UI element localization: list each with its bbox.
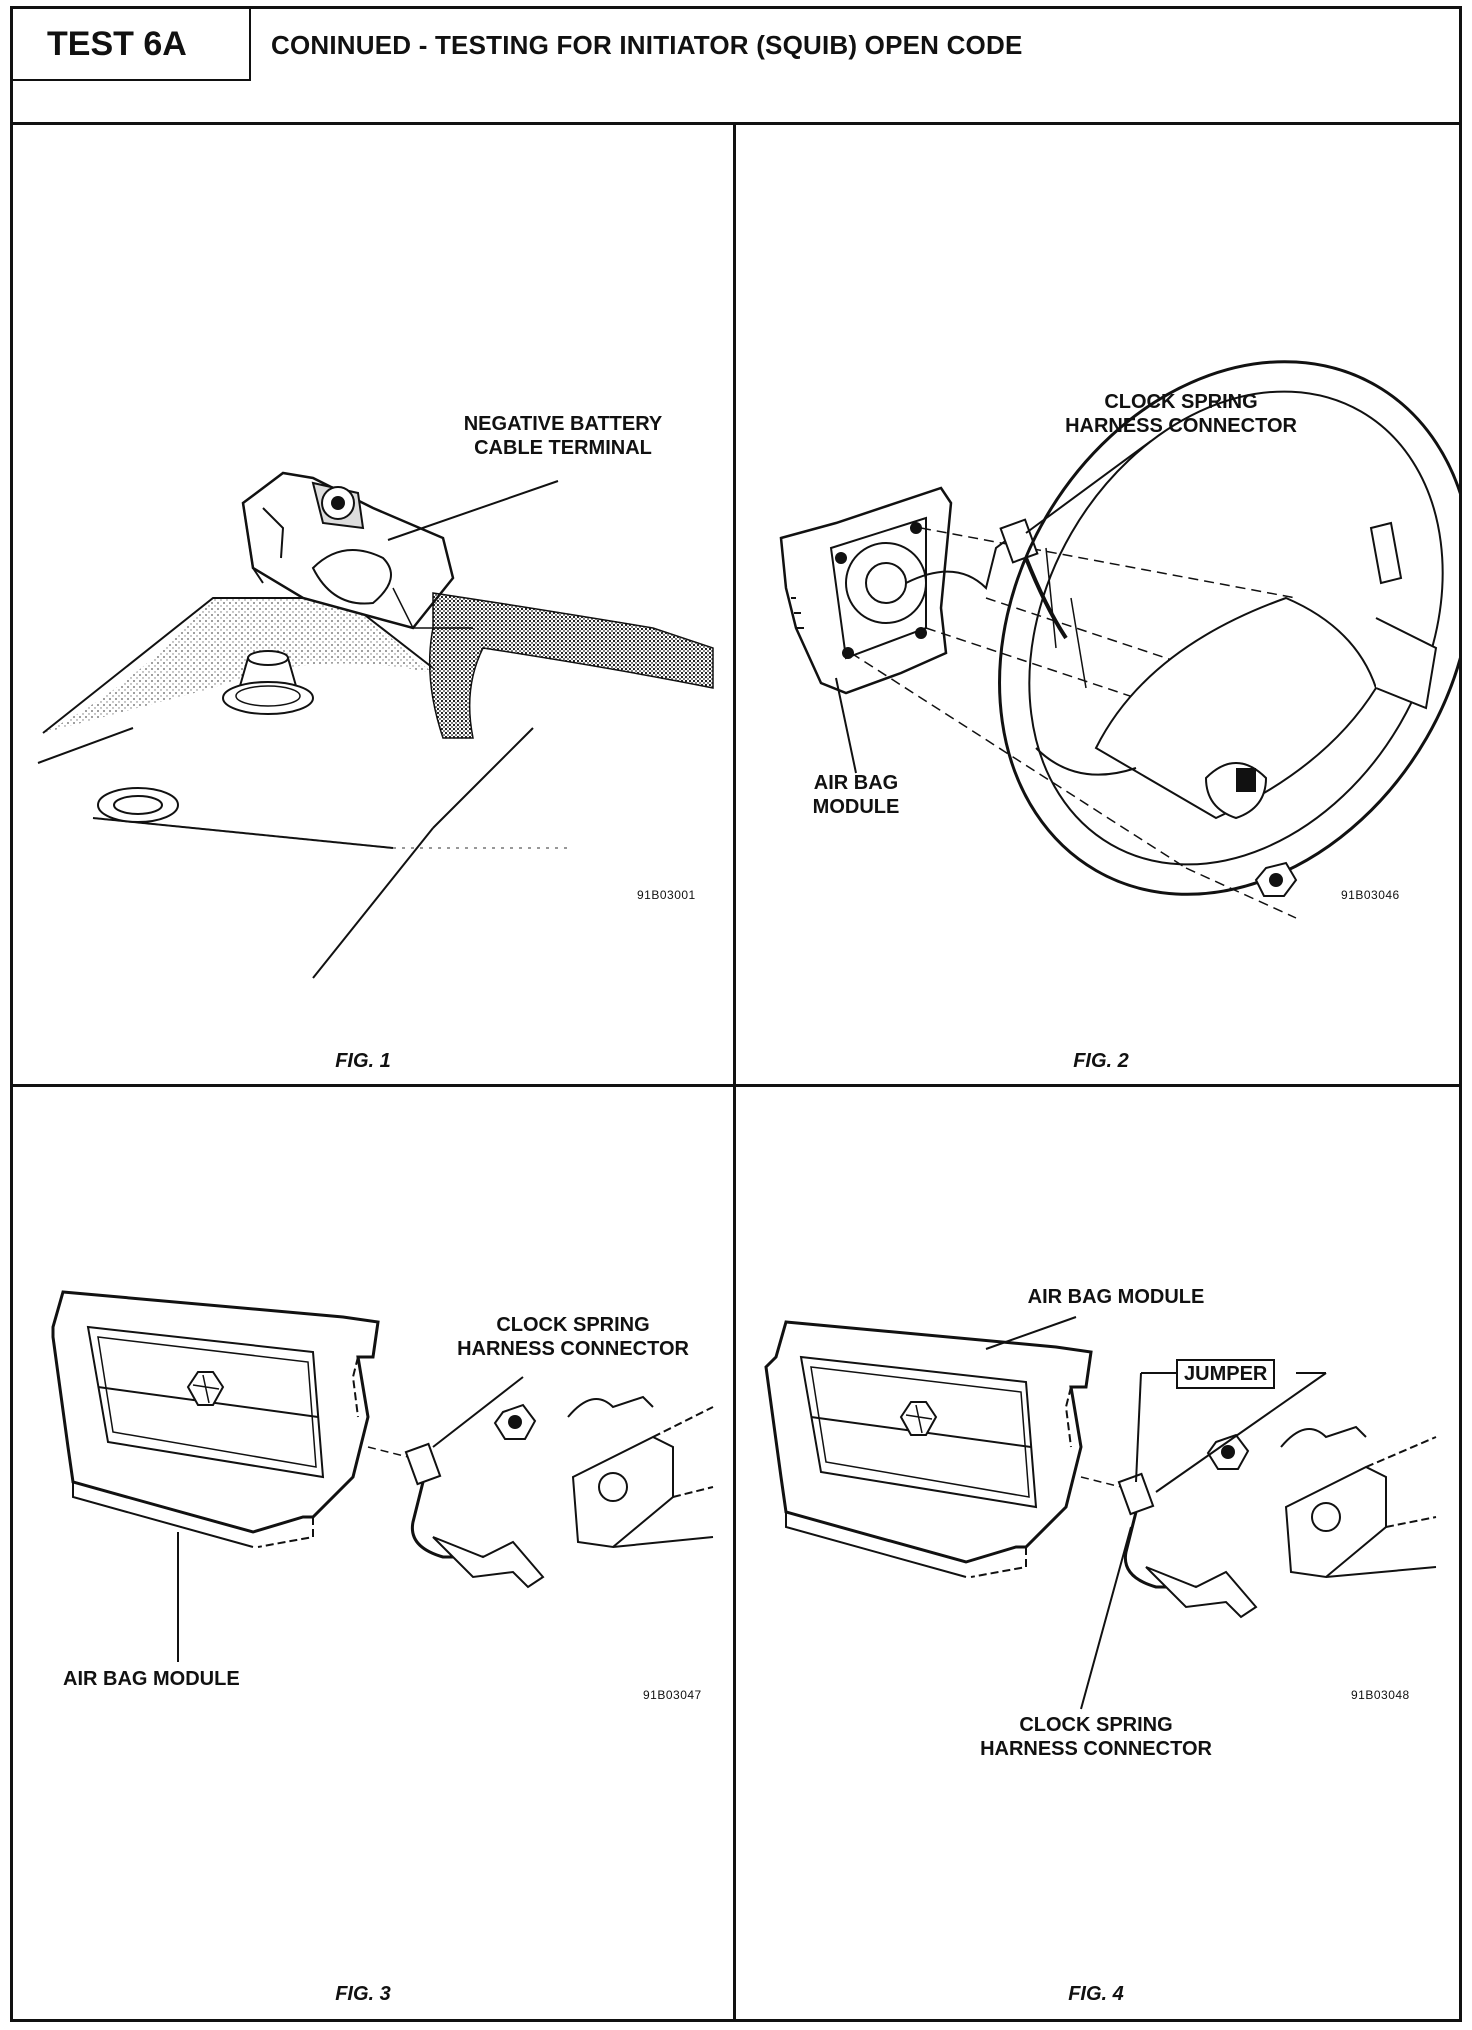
clock-spring-label-line2: HARNESS CONNECTOR	[980, 1738, 1212, 1760]
figure-2-panel: CLOCK SPRING HARNESS CONNECTOR AIR BAG M…	[736, 128, 1459, 1084]
figure-1-code: 91B03001	[637, 888, 696, 902]
air-bag-module-label: AIR BAG MODULE	[1027, 1286, 1205, 1308]
figure-1-caption: FIG. 1	[335, 1050, 391, 1072]
air-bag-module-label-line2: MODULE	[812, 796, 900, 818]
figure-4-code: 91B03048	[1351, 1688, 1410, 1702]
manual-page: TEST 6A CONINUED - TESTING FOR INITIATOR…	[10, 6, 1462, 2022]
grid-divider-horizontal	[13, 1084, 1459, 1087]
clock-spring-label-line1: CLOCK SPRING	[496, 1314, 650, 1336]
air-bag-module-illustration	[51, 1290, 714, 1589]
page-title: CONINUED - TESTING FOR INITIATOR (SQUIB)…	[271, 29, 1023, 60]
figure-4-caption: FIG. 4	[1068, 1983, 1124, 2005]
air-bag-jumper-illustration	[764, 1320, 1437, 1619]
figure-3-code: 91B03047	[643, 1688, 702, 1702]
figure-3-panel: CLOCK SPRING HARNESS CONNECTOR AIR BAG M…	[13, 1087, 733, 2019]
clock-spring-label-line2: HARNESS CONNECTOR	[1065, 415, 1297, 437]
figure-2-caption: FIG. 2	[1073, 1050, 1129, 1072]
battery-terminal-label-line1: NEGATIVE BATTERY	[463, 413, 663, 435]
jumper-label: JUMPER	[1176, 1359, 1276, 1389]
steering-wheel-illustration	[779, 360, 1459, 919]
battery-terminal-illustration	[37, 471, 714, 979]
clock-spring-label-line1: CLOCK SPRING	[1019, 1714, 1173, 1736]
battery-terminal-label-line2: CABLE TERMINAL	[474, 437, 652, 459]
clock-spring-label-line2: HARNESS CONNECTOR	[457, 1338, 689, 1360]
air-bag-module-label-line1: AIR BAG	[813, 772, 899, 794]
page-header: TEST 6A CONINUED - TESTING FOR INITIATOR…	[13, 9, 1459, 125]
air-bag-module-label: AIR BAG MODULE	[63, 1668, 240, 1690]
grid-divider-vertical	[733, 125, 736, 2019]
figure-1-panel: NEGATIVE BATTERY CABLE TERMINAL 91B03001…	[13, 128, 733, 1084]
figure-2-code: 91B03046	[1341, 888, 1400, 902]
test-id: TEST 6A	[13, 9, 251, 81]
figure-4-panel: AIR BAG MODULE JUMPER CLOCK SPRING HARNE…	[736, 1087, 1459, 2019]
clock-spring-label-line1: CLOCK SPRING	[1104, 391, 1258, 413]
figure-3-caption: FIG. 3	[335, 1983, 391, 2005]
